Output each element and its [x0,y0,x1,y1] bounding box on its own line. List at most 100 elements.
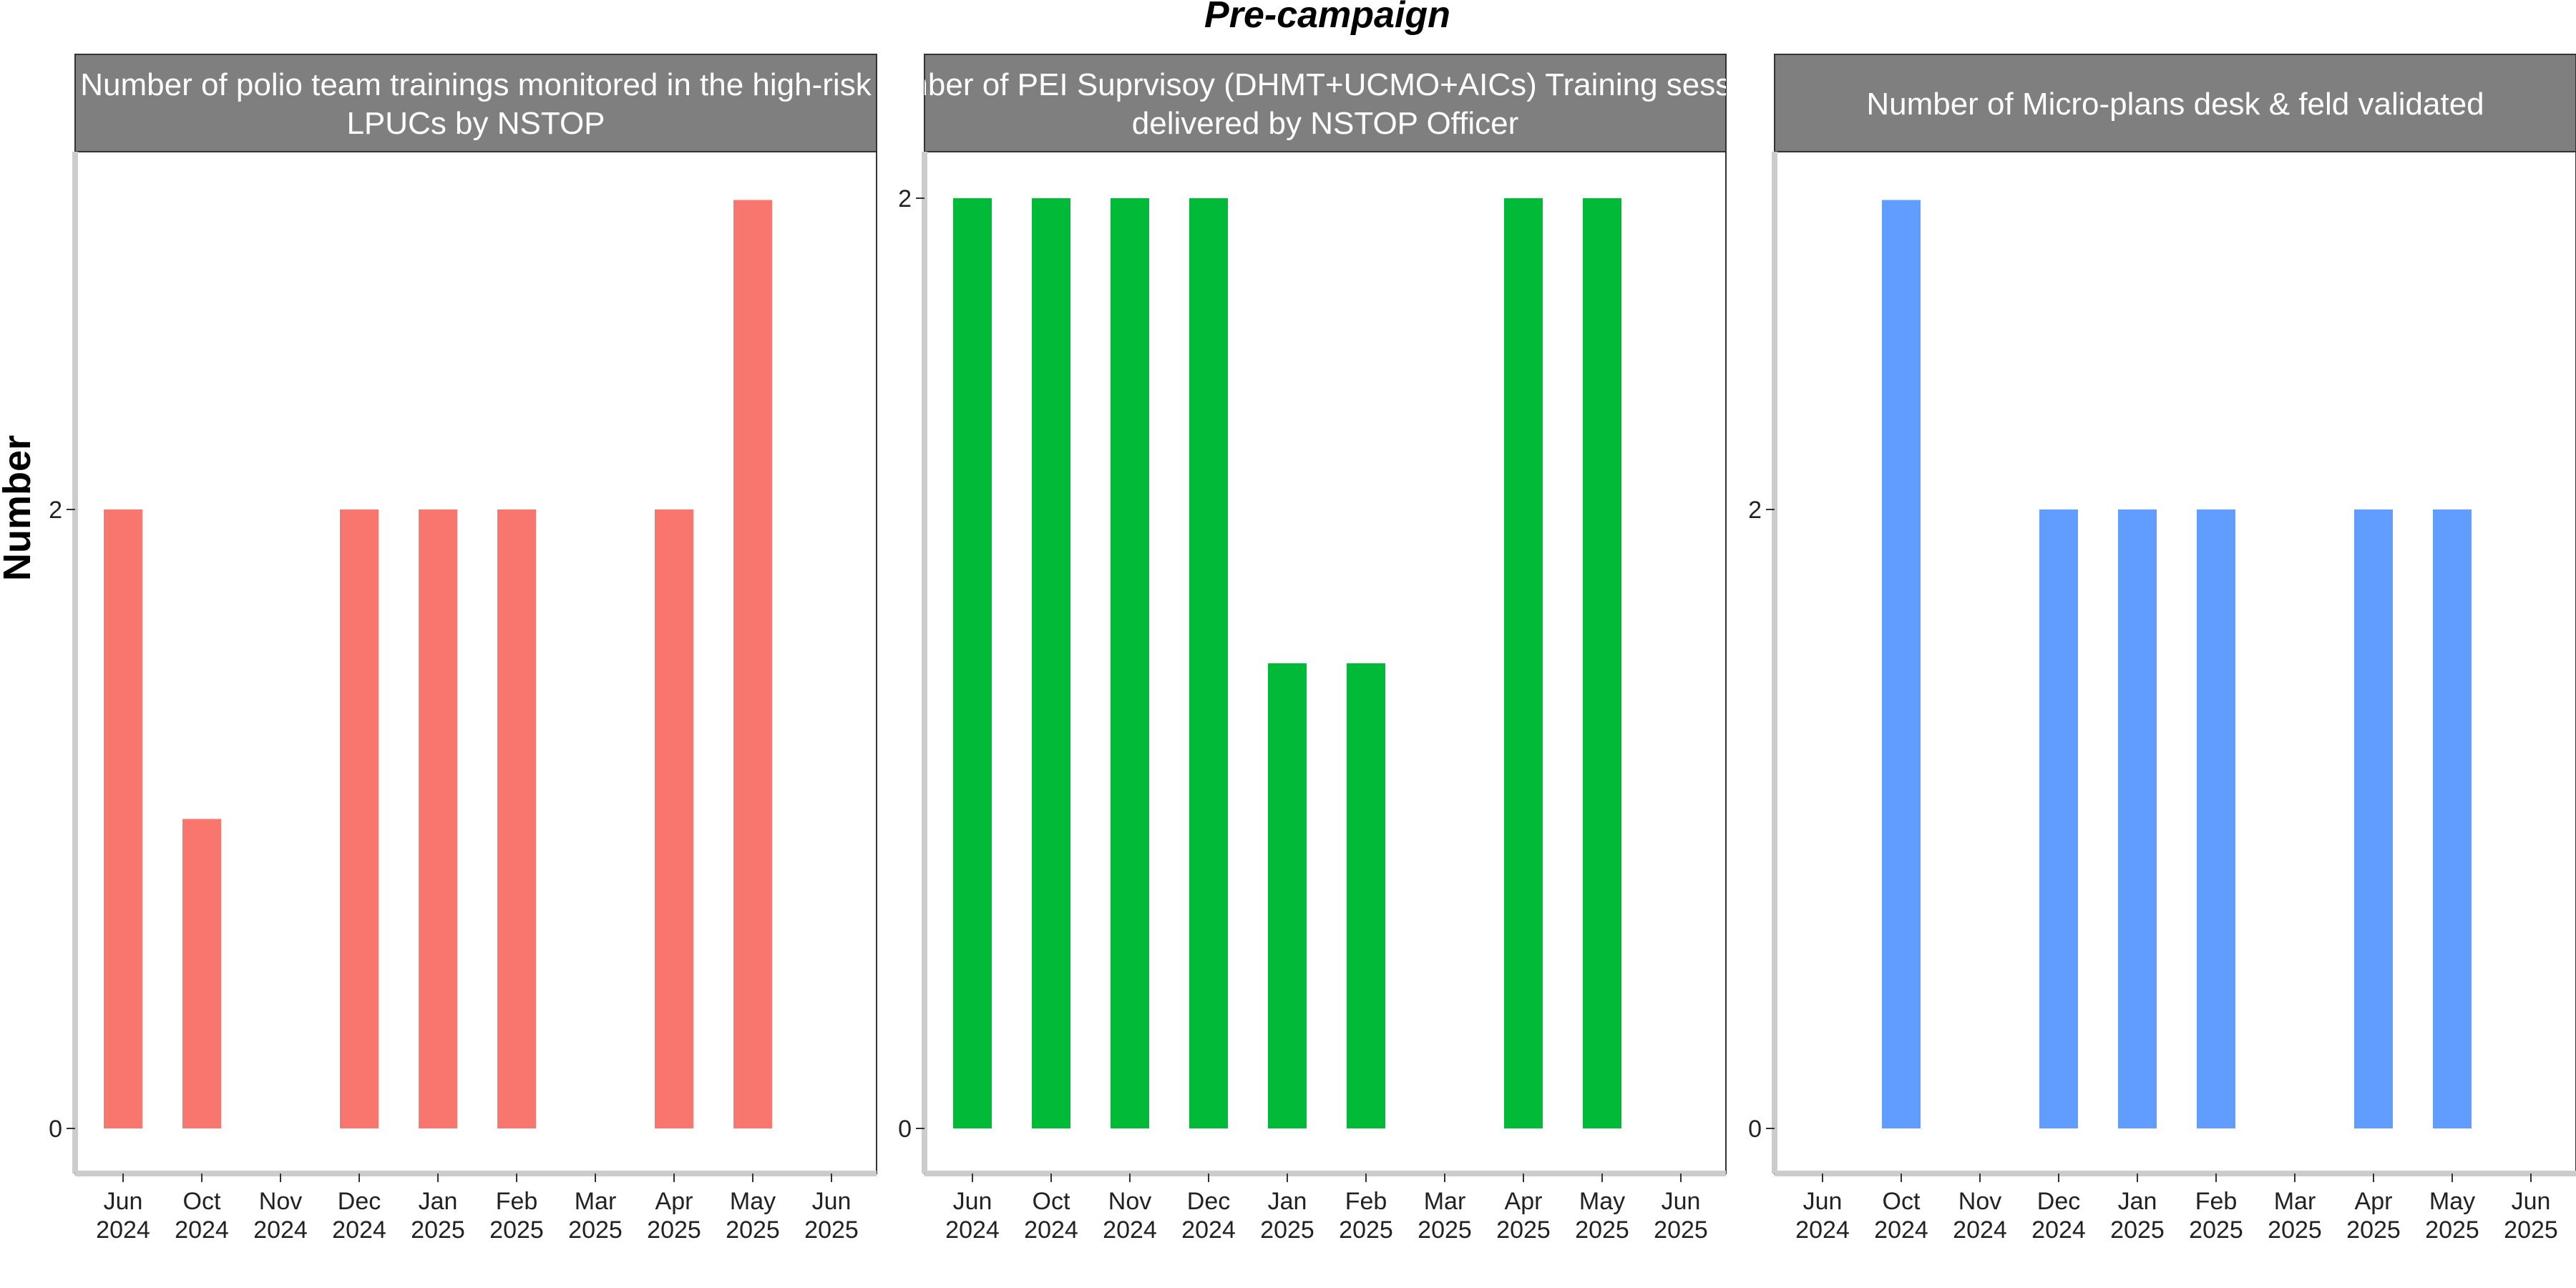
x-tick-label: Mar [2274,1188,2316,1215]
x-tick-label: Jan [419,1188,458,1215]
x-tick-label: Jun [1662,1188,1701,1215]
x-tick-label: Jun [2512,1188,2551,1215]
bar [2039,509,2078,1128]
x-tick-label: Mar [1424,1188,1466,1215]
bar [1882,200,1921,1128]
x-tick-label: Jan [1268,1188,1307,1215]
x-tick-label: Nov [1958,1188,2001,1215]
panel-strip-title-line: Number of PEI Suprvisoy (DHMT+UCMO+AICs)… [862,67,1789,102]
x-tick-label: 2025 [804,1216,859,1244]
x-tick-label: 2025 [1654,1216,1708,1244]
x-tick-label: Mar [575,1188,617,1215]
y-tick-label: 2 [898,185,912,213]
x-tick-label: May [1579,1188,1625,1215]
x-tick-label: Apr [1505,1188,1543,1215]
x-tick-label: Jun [812,1188,852,1215]
y-tick-label: 0 [49,1116,62,1143]
bar [2118,509,2157,1128]
x-tick-label: 2025 [2504,1216,2558,1244]
panel-2: Number of PEI Suprvisoy (DHMT+UCMO+AICs)… [862,54,1789,1244]
x-tick-label: 2024 [945,1216,1000,1244]
bar [1111,198,1149,1128]
panel-strip-title-line: Number of Micro-plans desk & feld valida… [1866,87,2484,122]
panel-strip-title-line: Number of polio team trainings monitored… [80,67,872,102]
x-tick-label: 2025 [411,1216,465,1244]
panel-strip [924,54,1727,152]
panel-strip-title-line: delivered by NSTOP Officer [1132,106,1518,141]
bar [419,509,457,1128]
panels-group: Number of polio team trainings monitored… [49,54,2576,1244]
bar [182,819,221,1128]
y-tick-label: 2 [1748,497,1762,524]
bar [340,509,379,1128]
bar [104,509,142,1128]
x-tick-label: May [730,1188,776,1215]
x-tick-label: Oct [1883,1188,1921,1215]
x-tick-label: 2025 [1496,1216,1551,1244]
x-tick-label: 2025 [1339,1216,1393,1244]
x-tick-label: 2024 [2031,1216,2086,1244]
bar [655,509,693,1128]
x-tick-label: 2025 [1418,1216,1472,1244]
x-tick-label: Jun [953,1188,992,1215]
x-tick-label: 2024 [1874,1216,1928,1244]
panel-strip [1774,54,2576,152]
bar [1032,198,1070,1128]
x-tick-label: 2025 [2268,1216,2322,1244]
y-tick-label: 2 [49,497,62,524]
bar [1347,663,1385,1128]
x-tick-label: Apr [655,1188,693,1215]
x-tick-label: Feb [496,1188,538,1215]
bar [1583,198,1621,1128]
x-tick-label: 2025 [489,1216,544,1244]
x-tick-label: Nov [1108,1188,1151,1215]
x-tick-label: May [2429,1188,2475,1215]
x-tick-label: Dec [2037,1188,2080,1215]
x-tick-label: 2025 [2346,1216,2401,1244]
y-tick-label: 0 [898,1116,912,1143]
x-tick-label: 2024 [1181,1216,1236,1244]
x-tick-label: 2024 [1795,1216,1850,1244]
x-tick-label: Oct [1033,1188,1070,1215]
bar [2433,509,2472,1128]
y-tick-label: 0 [1748,1116,1762,1143]
x-tick-label: Feb [2195,1188,2238,1215]
x-tick-label: 2025 [2189,1216,2243,1244]
bar [497,509,536,1128]
x-tick-label: 2025 [568,1216,623,1244]
x-tick-label: Feb [1345,1188,1387,1215]
bar [2197,509,2235,1128]
bar [1268,663,1307,1128]
x-tick-label: 2024 [1953,1216,2007,1244]
x-tick-label: 2024 [1103,1216,1157,1244]
x-tick-label: 2025 [2110,1216,2165,1244]
x-tick-label: Jan [2118,1188,2157,1215]
x-tick-label: 2024 [332,1216,386,1244]
x-tick-label: 2025 [2425,1216,2479,1244]
x-tick-label: 2025 [726,1216,780,1244]
chart-title: Pre-campaign [1204,0,1450,36]
x-tick-label: Apr [2355,1188,2393,1215]
x-tick-label: Jun [104,1188,143,1215]
x-tick-label: 2024 [96,1216,150,1244]
x-tick-label: 2024 [175,1216,229,1244]
panel-strip [74,54,877,152]
x-tick-label: Jun [1803,1188,1843,1215]
x-tick-label: 2025 [1260,1216,1314,1244]
x-tick-label: 2025 [1575,1216,1629,1244]
y-axis-label: Number [0,435,39,581]
bar [1504,198,1543,1128]
x-tick-label: 2024 [253,1216,308,1244]
x-tick-label: Dec [1187,1188,1230,1215]
x-tick-label: Dec [338,1188,381,1215]
panel-strip-title-line: LPUCs by NSTOP [346,106,605,141]
panel-3: Number of Micro-plans desk & feld valida… [1748,54,2576,1244]
bar [2354,509,2393,1128]
bar [733,200,772,1128]
x-tick-label: Oct [183,1188,221,1215]
bar [953,198,992,1128]
bar [1189,198,1228,1128]
x-tick-label: Nov [259,1188,302,1215]
x-tick-label: 2025 [647,1216,701,1244]
